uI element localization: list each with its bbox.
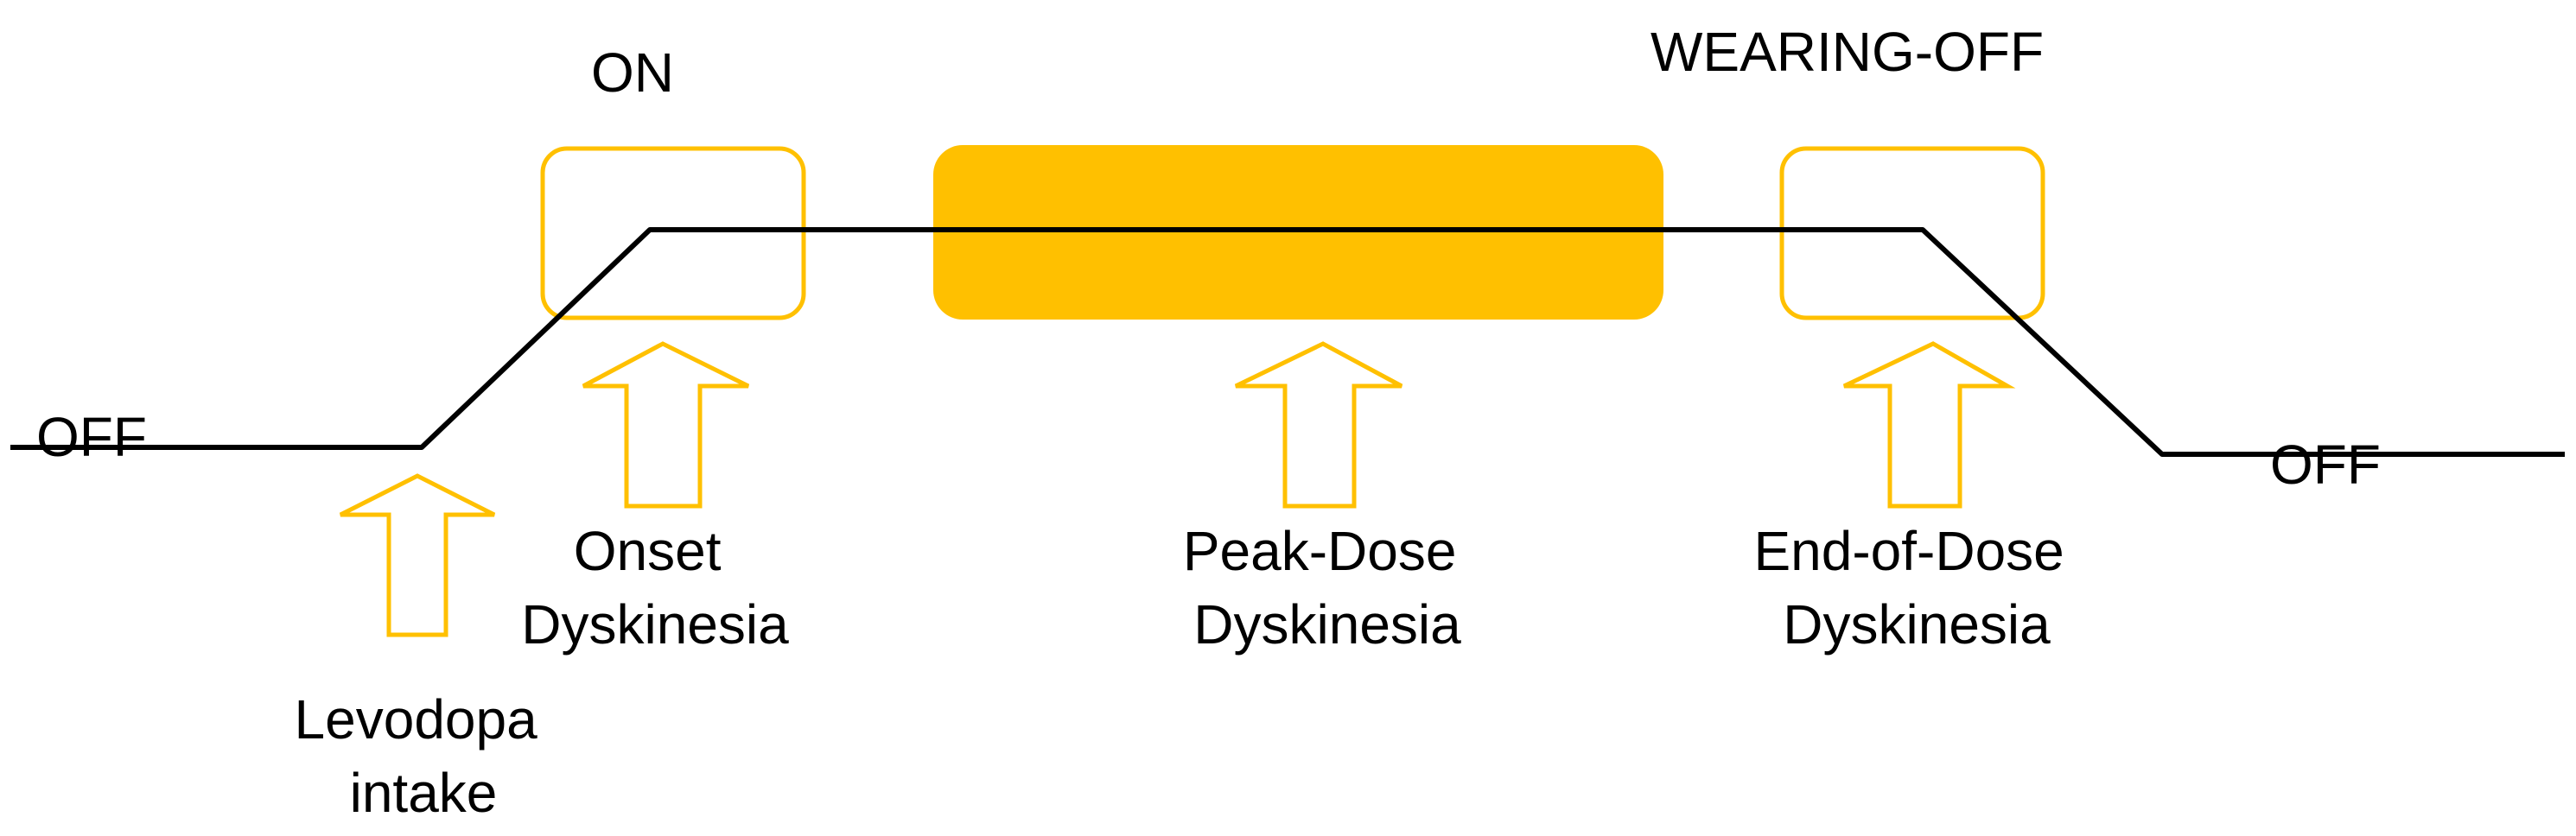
end-of-dose-dyskinesia-label: End-of-Dose Dyskinesia xyxy=(1753,520,2079,656)
drug-level-curve xyxy=(10,227,2565,457)
levodopa-intake-label: Levodopa intake xyxy=(295,688,553,824)
onset-dyskinesia-line-1: Onset xyxy=(574,520,722,582)
peak-dose-dyskinesia-label: Peak-Dose Dyskinesia xyxy=(1183,520,1472,656)
off-right-label: OFF xyxy=(2270,434,2381,496)
onset-box xyxy=(540,146,806,320)
peak-dose-dyskinesia-line-2: Dyskinesia xyxy=(1193,593,1461,656)
onset-dyskinesia-label: Onset Dyskinesia xyxy=(521,520,789,656)
end-of-dose-dyskinesia-arrow xyxy=(1842,341,2016,509)
levodopa-intake-line-1: Levodopa xyxy=(295,688,538,750)
end-of-dose-dyskinesia-line-1: End-of-Dose xyxy=(1753,520,2064,582)
levodopa-intake-arrow xyxy=(339,473,496,637)
levodopa-intake-line-2: intake xyxy=(350,762,498,824)
peak-dose-dyskinesia-arrow xyxy=(1234,341,1403,509)
wearing-off-label: WEARING-OFF xyxy=(1651,21,2044,83)
onset-dyskinesia-arrow xyxy=(582,341,750,509)
end-of-dose-box xyxy=(1779,146,2045,320)
on-label: ON xyxy=(591,41,674,104)
peak-dose-dyskinesia-line-1: Peak-Dose xyxy=(1183,520,1457,582)
end-of-dose-dyskinesia-line-2: Dyskinesia xyxy=(1783,593,2051,656)
onset-dyskinesia-line-2: Dyskinesia xyxy=(521,593,789,656)
off-left-label: OFF xyxy=(36,406,147,468)
